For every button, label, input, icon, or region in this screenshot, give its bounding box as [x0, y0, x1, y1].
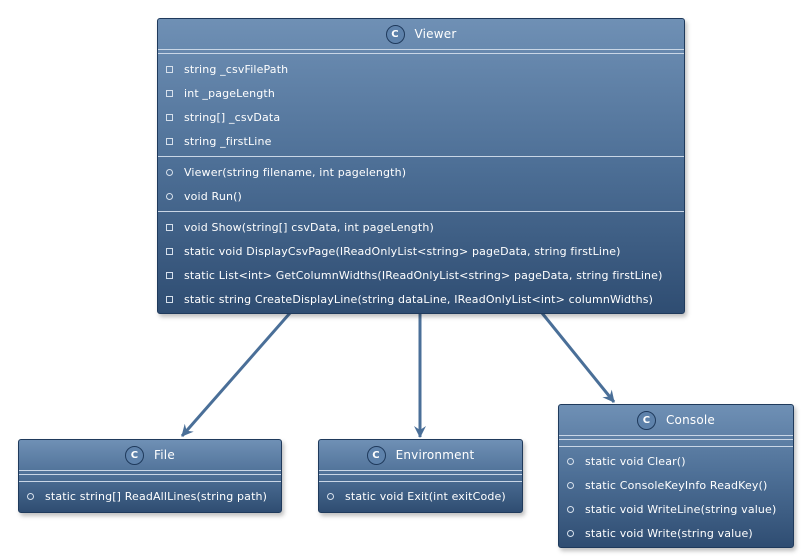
class-icon: C [636, 410, 656, 430]
method-text: static string[] ReadAllLines(string path… [45, 489, 268, 503]
divider [19, 481, 281, 482]
public-visibility-icon [567, 505, 574, 513]
method-text: static void Exit(int exitCode) [345, 489, 506, 503]
method-row: static void Clear() [559, 449, 793, 473]
method-row: static List<int> GetColumnWidths(IReadOn… [158, 263, 684, 287]
method-row: void Show(string[] csvData, int pageLeng… [158, 215, 684, 239]
public-methods-section: Viewer(string filename, int pagelength) … [158, 157, 684, 211]
methods-section: static string[] ReadAllLines(string path… [19, 482, 281, 511]
fields-section: string _csvFilePath int _pageLength stri… [158, 54, 684, 156]
field-row: string _firstLine [158, 129, 684, 153]
class-name: Environment [395, 448, 475, 462]
field-text: string _csvFilePath [184, 62, 289, 76]
class-console[interactable]: C Console static void Clear() static Con… [558, 404, 794, 548]
divider [19, 470, 281, 475]
divider [319, 470, 522, 475]
divider [158, 156, 684, 157]
arrow-viewer-to-file [180, 312, 292, 437]
public-visibility-icon [27, 492, 34, 500]
method-text: static void Write(string value) [585, 526, 753, 540]
field-text: int _pageLength [184, 86, 276, 100]
private-visibility-icon [166, 89, 173, 97]
field-row: string _csvFilePath [158, 57, 684, 81]
arrow-viewer-to-console [540, 312, 616, 403]
method-row: static void DisplayCsvPage(IReadOnlyList… [158, 239, 684, 263]
class-name: File [154, 448, 175, 462]
public-visibility-icon [166, 192, 173, 200]
class-environment-header: C Environment [319, 440, 522, 470]
class-viewer-header: C Viewer [158, 19, 684, 49]
method-row: static string[] ReadAllLines(string path… [19, 484, 281, 508]
private-visibility-icon [166, 137, 173, 145]
public-visibility-icon [327, 492, 334, 500]
methods-section: static void Clear() static ConsoleKeyInf… [559, 447, 793, 548]
class-viewer[interactable]: C Viewer string _csvFilePath int _pageLe… [157, 18, 685, 314]
divider [158, 211, 684, 212]
method-text: static List<int> GetColumnWidths(IReadOn… [184, 268, 663, 282]
class-environment[interactable]: C Environment static void Exit(int exitC… [318, 439, 523, 513]
public-visibility-icon [567, 481, 574, 489]
method-row: static void WriteLine(string value) [559, 497, 793, 521]
class-console-header: C Console [559, 405, 793, 435]
field-row: int _pageLength [158, 81, 684, 105]
divider [158, 49, 684, 54]
method-row: static void Exit(int exitCode) [319, 484, 522, 508]
divider [559, 435, 793, 440]
private-visibility-icon [166, 247, 173, 255]
class-icon: C [385, 24, 405, 44]
method-row: static void Write(string value) [559, 521, 793, 545]
field-text: string _firstLine [184, 134, 272, 148]
method-text: static void Clear() [585, 454, 686, 468]
method-row: static ConsoleKeyInfo ReadKey() [559, 473, 793, 497]
class-icon: C [125, 445, 145, 465]
method-text: static ConsoleKeyInfo ReadKey() [585, 478, 768, 492]
class-icon: C [366, 445, 386, 465]
private-visibility-icon [166, 65, 173, 73]
class-name: Viewer [414, 27, 457, 41]
method-text: static string CreateDisplayLine(string d… [184, 292, 654, 306]
private-visibility-icon [166, 271, 173, 279]
method-text: static void WriteLine(string value) [585, 502, 777, 516]
field-text: string[] _csvData [184, 110, 281, 124]
method-row: static string CreateDisplayLine(string d… [158, 287, 684, 311]
divider [559, 446, 793, 447]
public-visibility-icon [567, 529, 574, 537]
method-text: void Show(string[] csvData, int pageLeng… [184, 220, 434, 234]
class-file-header: C File [19, 440, 281, 470]
method-row: void Run() [158, 184, 684, 208]
private-visibility-icon [166, 113, 173, 121]
method-row: Viewer(string filename, int pagelength) [158, 160, 684, 184]
divider [319, 481, 522, 482]
public-visibility-icon [166, 168, 173, 176]
method-text: Viewer(string filename, int pagelength) [184, 165, 407, 179]
method-text: void Run() [184, 189, 242, 203]
method-text: static void DisplayCsvPage(IReadOnlyList… [184, 244, 621, 258]
class-name: Console [665, 413, 716, 427]
public-visibility-icon [567, 457, 574, 465]
methods-section: static void Exit(int exitCode) [319, 482, 522, 511]
class-file[interactable]: C File static string[] ReadAllLines(stri… [18, 439, 282, 513]
private-visibility-icon [166, 223, 173, 231]
private-visibility-icon [166, 295, 173, 303]
field-row: string[] _csvData [158, 105, 684, 129]
private-methods-section: void Show(string[] csvData, int pageLeng… [158, 212, 684, 314]
